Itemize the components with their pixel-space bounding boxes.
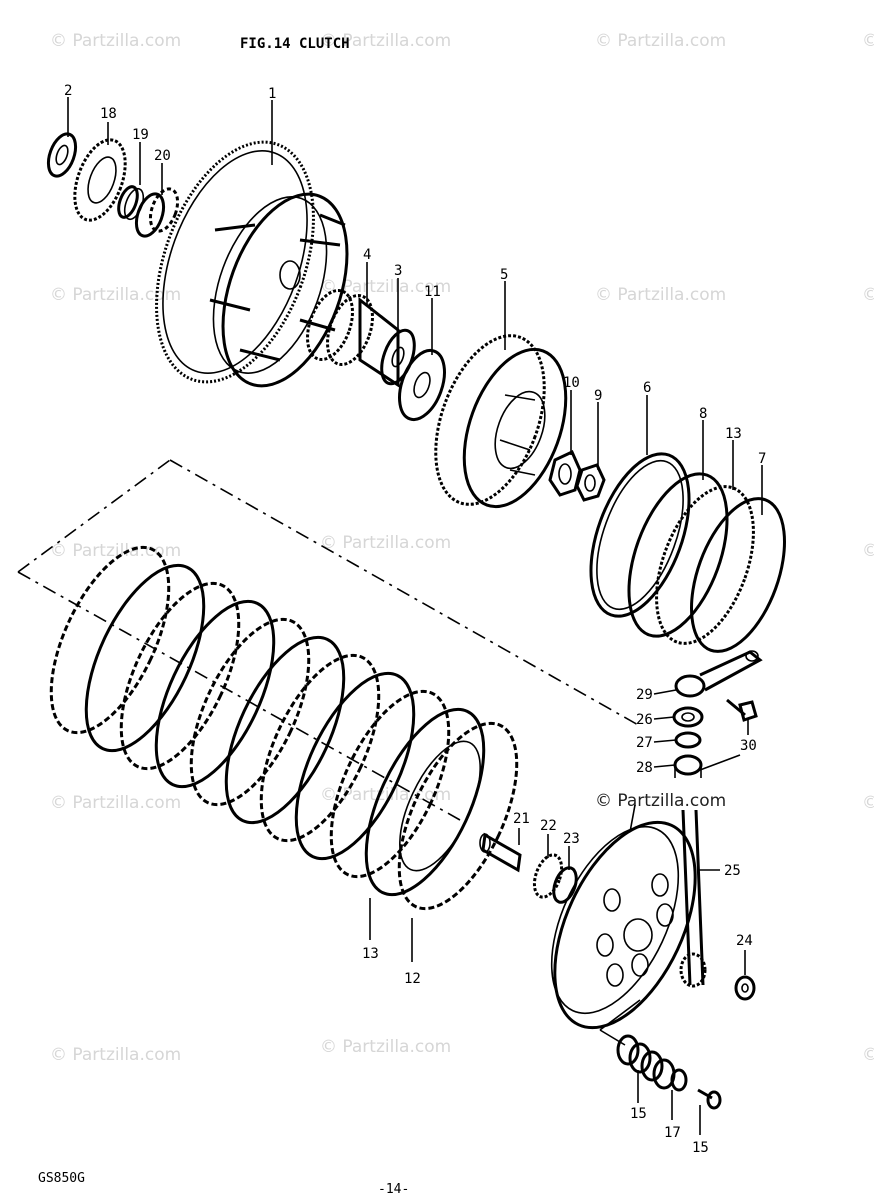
watermark-text: © Partzilla.com — [595, 285, 726, 305]
watermark-text: © Partzilla.com — [862, 793, 874, 813]
callout-23: 23 — [563, 831, 580, 847]
callout-18: 18 — [100, 106, 117, 122]
part-spring-bolt[interactable] — [697, 1088, 722, 1110]
part-lock-washer[interactable] — [548, 449, 582, 497]
watermark-text: © Partzilla.com — [320, 31, 451, 51]
part-clutch-spring[interactable] — [616, 1034, 676, 1090]
callout-26: 26 — [636, 712, 653, 728]
callout-27: 27 — [636, 735, 653, 751]
part-thrust-washer[interactable] — [43, 130, 81, 180]
watermark-text: © Partzilla.com — [320, 277, 451, 297]
part-pressure-plate[interactable] — [526, 801, 724, 1049]
watermark-text: © Partzilla.com — [595, 791, 726, 811]
callout-labels: 2 18 19 20 1 4 3 11 5 10 9 6 8 13 7 29 2… — [64, 83, 766, 1156]
callout-15: 15 — [630, 1106, 647, 1122]
part-release-arm[interactable] — [674, 650, 763, 698]
part-clutch-housing[interactable] — [126, 121, 370, 404]
part-needle-bearing[interactable] — [131, 185, 183, 240]
watermark-text: © Partzilla.com — [862, 1045, 874, 1065]
part-bearing-28[interactable] — [673, 754, 703, 778]
callout-30: 30 — [740, 738, 757, 754]
model-code: GS850G — [38, 1171, 85, 1186]
watermark-text: © Partzilla.com — [50, 541, 181, 561]
watermark-text: © Partzilla.com — [862, 285, 874, 305]
callout-9: 9 — [594, 388, 602, 404]
part-sleeve-bearing[interactable] — [299, 284, 381, 370]
part-nut-24[interactable] — [734, 975, 756, 1001]
callout-8: 8 — [699, 406, 707, 422]
callout-4: 4 — [363, 247, 371, 263]
part-thrust-washer-11[interactable] — [391, 344, 453, 425]
part-oil-seal[interactable] — [672, 706, 704, 728]
callout-24: 24 — [736, 933, 753, 949]
watermark-text: © Partzilla.com — [50, 31, 181, 51]
part-oil-pump-gear[interactable] — [65, 133, 135, 227]
part-driven-plate-13[interactable] — [637, 474, 772, 657]
callout-6: 6 — [643, 380, 651, 396]
callout-15: 15 — [692, 1140, 709, 1156]
watermark-text: © Partzilla.com — [862, 31, 874, 51]
part-spring-washer[interactable] — [673, 486, 803, 664]
callout-12: 12 — [404, 971, 421, 987]
part-spring-seat[interactable] — [609, 461, 746, 649]
part-sleeve-hub[interactable] — [358, 296, 421, 388]
part-push-rod[interactable] — [679, 809, 707, 988]
callout-10: 10 — [563, 375, 580, 391]
callout-19: 19 — [132, 127, 149, 143]
watermark-text: © Partzilla.com — [320, 1037, 451, 1057]
callout-20: 20 — [154, 148, 171, 164]
part-clutch-plate-stack[interactable] — [27, 530, 541, 925]
callout-13: 13 — [725, 426, 742, 442]
watermark-text: © Partzilla.com — [50, 285, 181, 305]
figure-title: FIG.14 CLUTCH — [240, 36, 350, 52]
watermark-layer: © Partzilla.com © Partzilla.com © Partzi… — [50, 31, 874, 1065]
part-arm-bolt[interactable] — [726, 698, 758, 722]
watermark-text: © Partzilla.com — [50, 793, 181, 813]
callout-25: 25 — [724, 863, 741, 879]
callout-1: 1 — [268, 86, 276, 102]
page-number: -14- — [378, 1182, 409, 1197]
part-o-ring[interactable] — [674, 731, 702, 749]
callout-29: 29 — [636, 687, 653, 703]
part-push-piece[interactable] — [479, 832, 522, 873]
part-washer-17[interactable] — [670, 1068, 688, 1092]
callout-7: 7 — [758, 451, 766, 467]
callout-2: 2 — [64, 83, 72, 99]
watermark-text: © Partzilla.com — [320, 785, 451, 805]
part-thrust-washer-23[interactable] — [549, 865, 580, 906]
watermark-text: © Partzilla.com — [50, 1045, 181, 1065]
leader-lines — [67, 97, 763, 1135]
callout-13: 13 — [362, 946, 379, 962]
part-thrust-bearing[interactable] — [529, 851, 567, 901]
callout-21: 21 — [513, 811, 530, 827]
watermark-text: © Partzilla.com — [862, 541, 874, 561]
callout-22: 22 — [540, 818, 557, 834]
callout-28: 28 — [636, 760, 653, 776]
callout-11: 11 — [424, 284, 441, 300]
callout-17: 17 — [664, 1125, 681, 1141]
callout-5: 5 — [500, 267, 508, 283]
watermark-text: © Partzilla.com — [320, 533, 451, 553]
part-clutch-hub[interactable] — [415, 321, 586, 521]
callout-3: 3 — [394, 263, 402, 279]
part-clutch-nut[interactable] — [575, 463, 606, 502]
watermark-text: © Partzilla.com — [595, 31, 726, 51]
part-wire-ring[interactable] — [571, 441, 708, 629]
